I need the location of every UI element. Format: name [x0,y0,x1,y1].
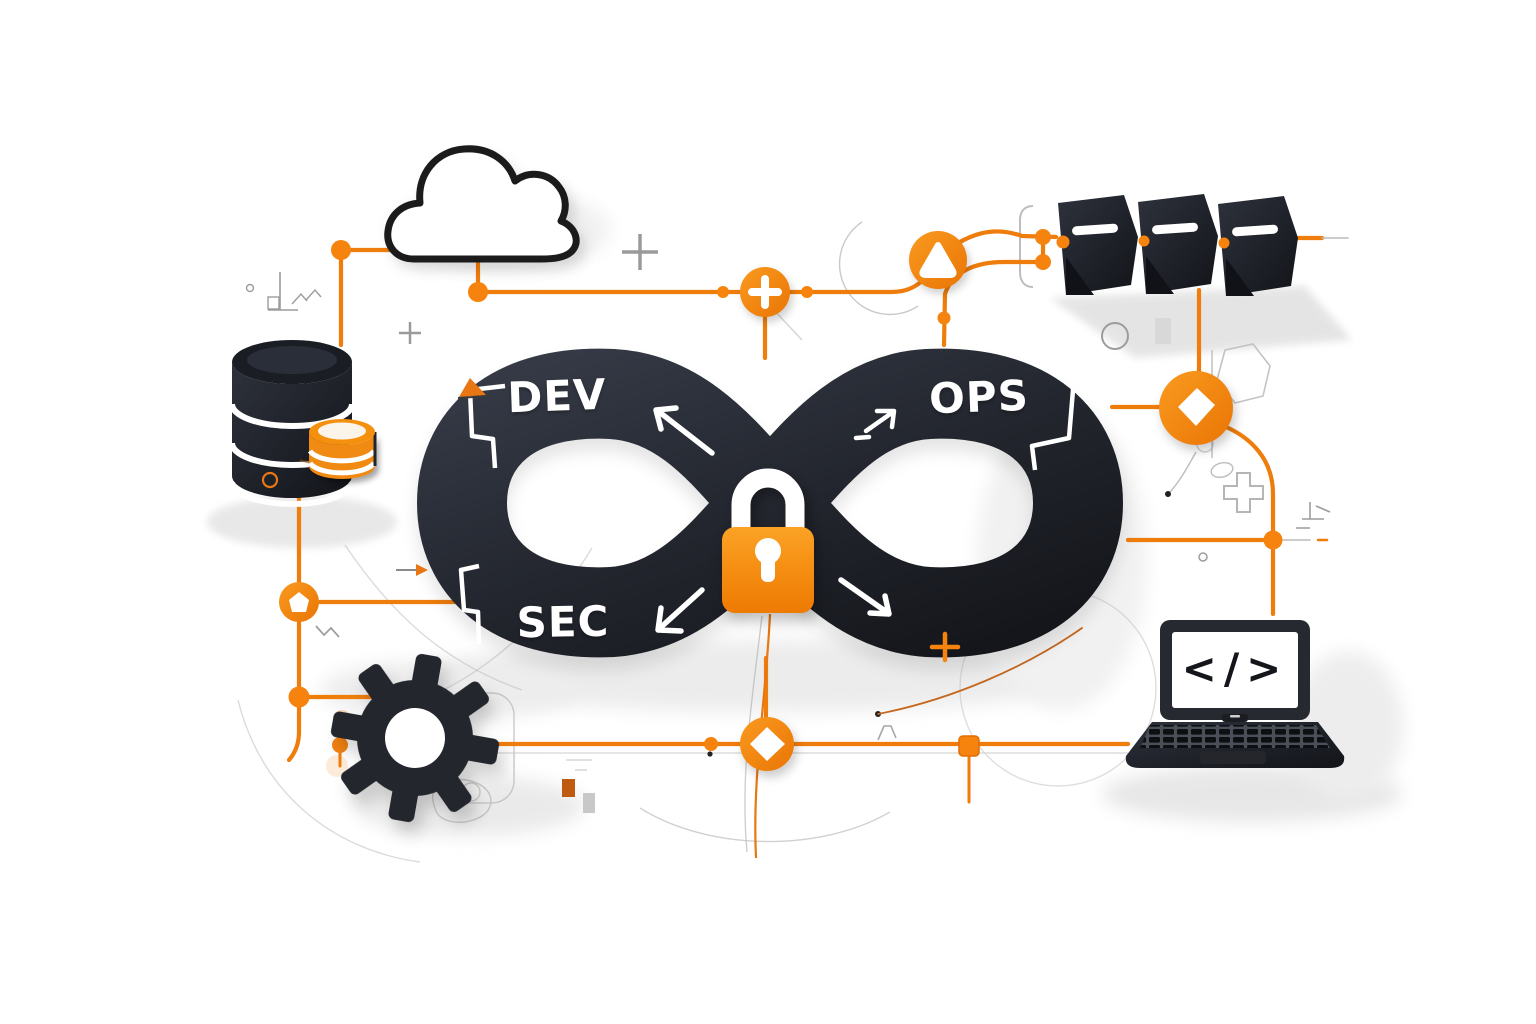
cloud-icon [384,145,580,263]
database-icon [229,340,355,507]
plus-mark-right [1223,472,1264,513]
arrow-down-right [838,577,892,617]
server-boxes-icon [1056,194,1298,296]
code-icon: </> [1181,644,1289,693]
padlock-icon [722,468,814,613]
arrow-down-left [655,587,705,634]
connector-dots [288,229,1283,757]
infinity-loop [417,348,1123,663]
connector-lines [286,229,1349,804]
line-thin-curve [877,627,1083,715]
rust-bar [562,779,575,797]
gray-bar [1155,318,1171,344]
plus-mark-left [399,322,421,344]
light-gray-bar [583,793,595,813]
package-node-icon [1159,371,1233,445]
band-notches [458,377,1077,645]
ops-label: OPS [928,370,1030,424]
square-node [958,735,980,757]
laptop-screen [1172,632,1298,708]
laptop-keyboard [1140,725,1330,748]
small-entry-arrow [396,564,428,576]
arrow-up-right [853,408,897,441]
network-nodes [279,231,1233,771]
padlock-shackle [731,468,805,544]
plus-node-icon [740,267,790,317]
flag-marker [457,378,489,399]
line-server-down [941,259,1046,348]
line-left-vertical [286,494,302,763]
line-main-horizontal [475,270,932,295]
laptop-trackpad [1200,751,1266,764]
deploy-node-icon [909,231,967,289]
orange-plus-mark [929,631,961,663]
cache-database-icon [307,419,377,479]
sec-label: SEC [516,596,610,648]
diamond-node-icon [740,717,794,771]
arrow-up-left [653,405,715,456]
line-deploy-to-servers [957,229,1059,245]
db-ring-mark [261,471,279,489]
home-node-icon [279,582,319,622]
line-diamond-to-laptop [1221,423,1276,617]
plus-mark-top [622,234,658,270]
laptop-icon [1125,620,1345,768]
dev-label: DEV [506,369,608,423]
line-db-to-cloud [338,247,409,348]
flow-arrows [653,405,897,634]
plus-marks [399,234,1264,513]
padlock-keyhole [755,538,781,564]
gear-icon [330,653,500,823]
